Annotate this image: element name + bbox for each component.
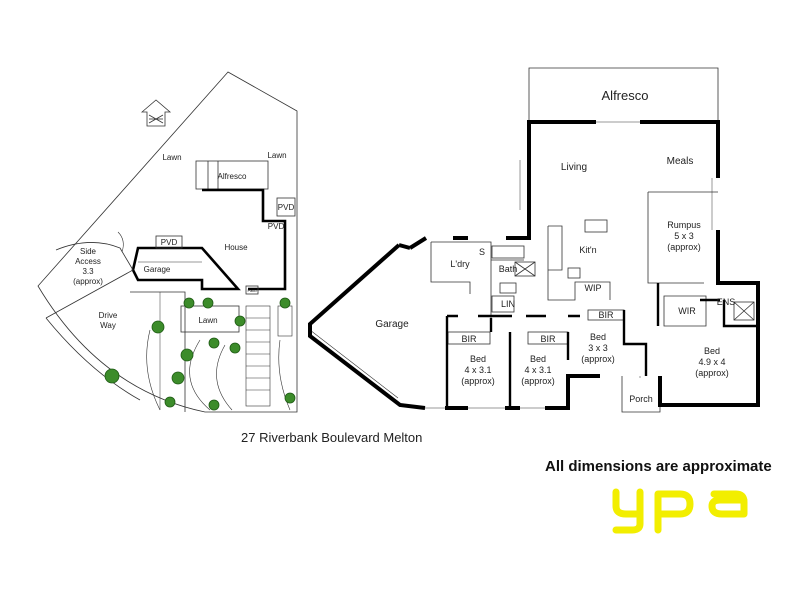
dimensions-disclaimer: All dimensions are approximate xyxy=(545,458,772,475)
porch-label: Porch xyxy=(629,394,653,404)
bir-label: BIR xyxy=(598,310,614,320)
bed-1-approx: (approx) xyxy=(461,376,495,386)
site-pvd-box xyxy=(276,197,296,217)
site-side-access-label: Access xyxy=(75,257,101,266)
site-patio-box xyxy=(245,285,259,295)
rumpus-approx: (approx) xyxy=(667,242,701,252)
north-arrow-icon xyxy=(140,99,172,127)
site-lawn-label: Lawn xyxy=(162,153,181,162)
meals-label: Meals xyxy=(667,156,694,167)
site-side-access-label: 3.3 xyxy=(82,267,94,276)
floor-plan-walls xyxy=(308,120,760,410)
bed-2-label: Bed xyxy=(530,354,546,364)
floor-plan-partitions xyxy=(445,283,758,408)
site-garage-label: Garage xyxy=(144,265,171,274)
site-driveway-label: Way xyxy=(100,321,116,330)
site-front-lawn-label: Lawn xyxy=(198,316,217,325)
rumpus-label: Rumpus xyxy=(667,220,701,230)
floor-plan-thin-walls xyxy=(309,67,755,413)
site-house-outline xyxy=(131,188,287,291)
site-side-access-label: Side xyxy=(80,247,97,256)
bed-3-label: Bed xyxy=(590,332,606,342)
site-pvd-label: PVD xyxy=(268,222,285,231)
property-address: 27 Riverbank Boulevard Melton xyxy=(241,430,423,445)
laundry-label: L'dry xyxy=(450,259,470,269)
bir-label: BIR xyxy=(540,334,556,344)
bed-2-approx: (approx) xyxy=(521,376,555,386)
garage-label: Garage xyxy=(375,319,409,330)
site-driveway-label: Drive xyxy=(99,311,118,320)
site-patio-label: Patio xyxy=(247,288,257,293)
wir-label: WIR xyxy=(678,306,696,316)
site-side-access xyxy=(45,242,134,319)
wip-label: WIP xyxy=(585,283,602,293)
living-label: Living xyxy=(561,162,587,173)
site-lawn-label: Lawn xyxy=(267,151,286,160)
alfresco-label: Alfresco xyxy=(602,88,649,103)
bed-3-approx: (approx) xyxy=(581,354,615,364)
master-bed-approx: (approx) xyxy=(695,368,729,378)
bed-1-label: Bed xyxy=(470,354,486,364)
ensuite-label: ENS xyxy=(717,297,736,307)
bed-2-size: 4 x 3.1 xyxy=(524,365,551,375)
site-pvd-label: PVD xyxy=(161,238,178,247)
site-house-label: House xyxy=(224,243,248,252)
master-bed-size: 4.9 x 4 xyxy=(698,357,725,367)
site-trees xyxy=(104,297,296,411)
store-label: S xyxy=(479,247,485,257)
kitchen-label: Kit'n xyxy=(579,245,596,255)
linen-label: LIN xyxy=(501,299,515,309)
site-driveway xyxy=(45,291,186,412)
bir-label: BIR xyxy=(461,334,477,344)
bath-label: Bath xyxy=(499,264,518,274)
ypa-logo xyxy=(612,488,748,534)
site-pvd-label: PVD xyxy=(278,203,295,212)
bed-1-size: 4 x 3.1 xyxy=(464,365,491,375)
alfresco-outline xyxy=(528,67,719,122)
site-side-access-label: (approx) xyxy=(73,277,103,286)
site-parking-strip xyxy=(245,305,293,407)
bed-3-size: 3 x 3 xyxy=(588,343,608,353)
rumpus-size: 5 x 3 xyxy=(674,231,694,241)
master-bed-label: Bed xyxy=(704,346,720,356)
site-boundary xyxy=(37,71,298,413)
site-pvd-box xyxy=(155,235,183,249)
site-alfresco-label: Alfresco xyxy=(218,172,247,181)
